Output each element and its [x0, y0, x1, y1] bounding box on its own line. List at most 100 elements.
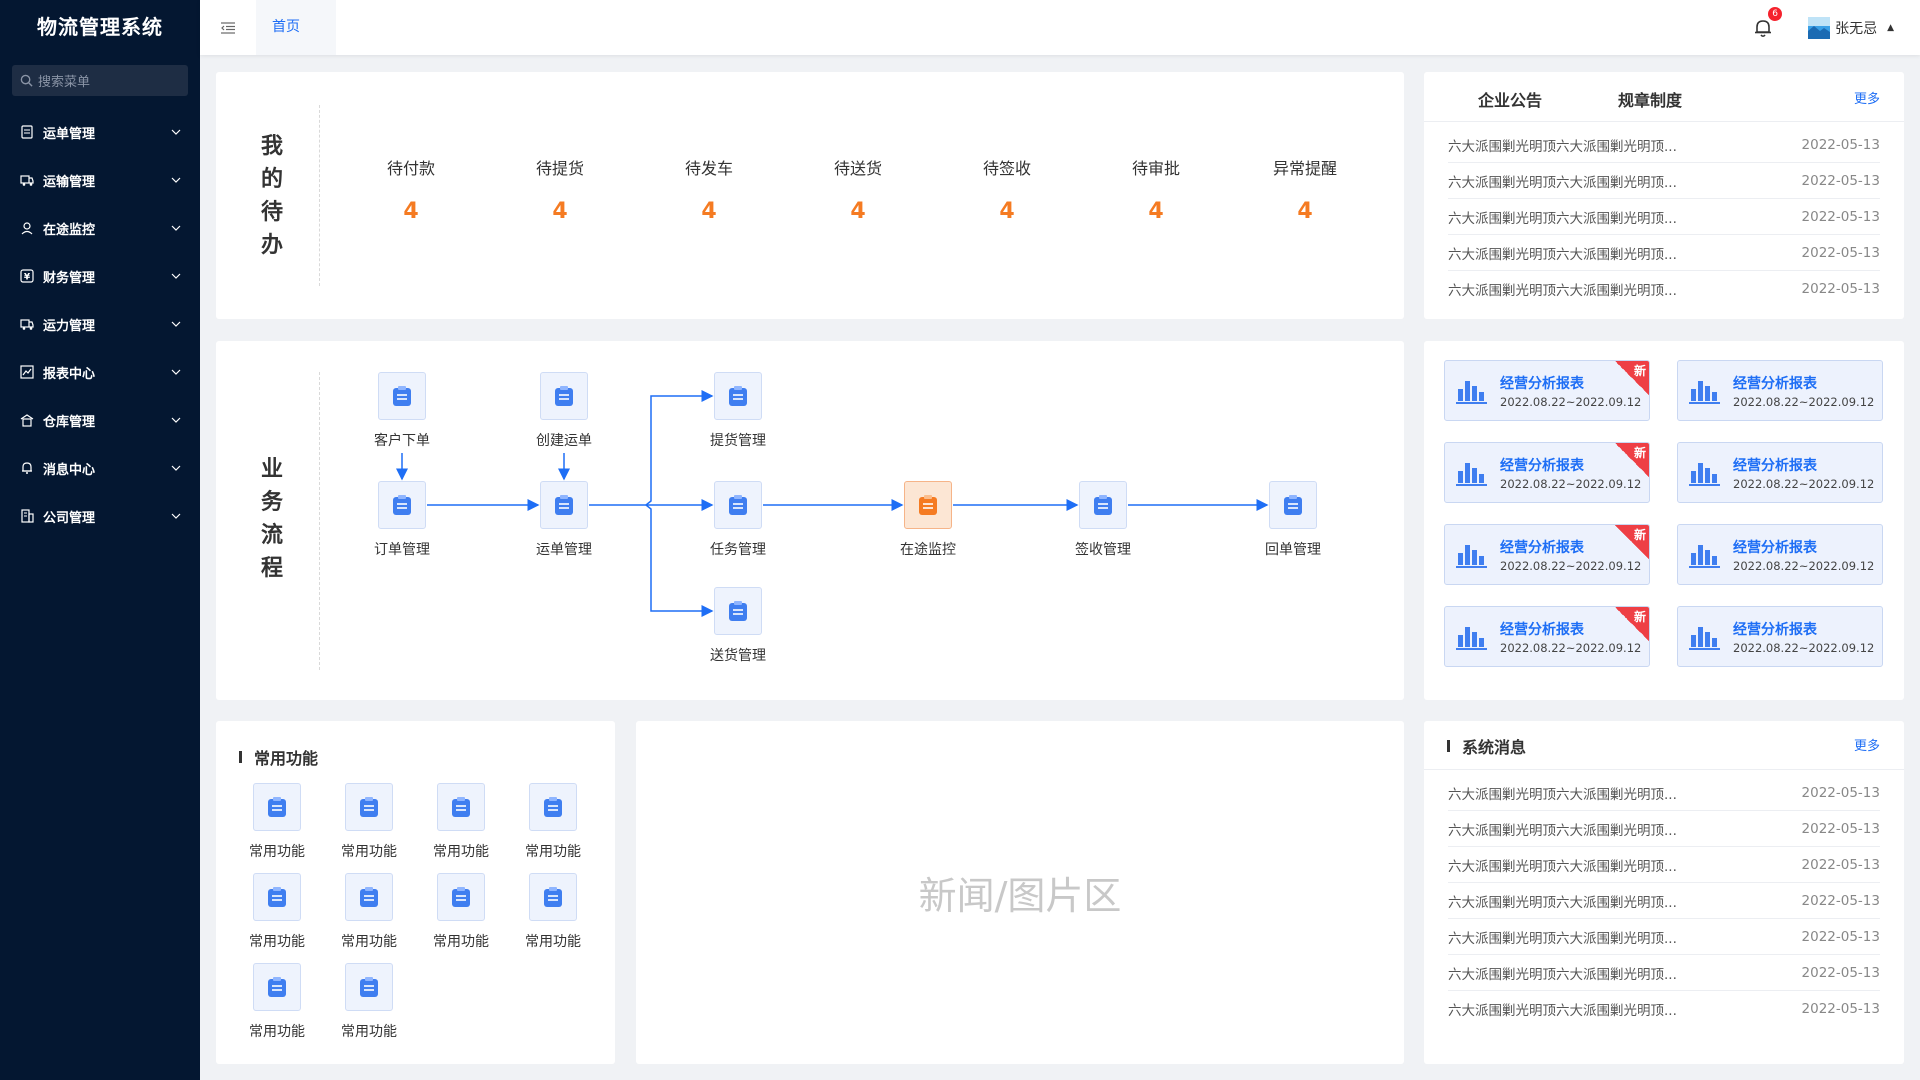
- list-item[interactable]: 六大派围剿光明顶六大派围剿光明顶...2022-05-13: [1448, 775, 1880, 811]
- process-node-order-mgmt[interactable]: 订单管理: [347, 481, 457, 559]
- todo-item-pending-sign[interactable]: 待签收 4: [942, 155, 1072, 224]
- process-card: 业务流程 客户下单 创建运单 提货管理 订单管理 运单管理: [216, 341, 1404, 700]
- sidebar-item-waybill[interactable]: 运单管理: [0, 108, 200, 156]
- todo-item-exception-alert[interactable]: 异常提醒 4: [1240, 155, 1370, 224]
- report-card[interactable]: 经营分析报表 2022.08.22~2022.09.12 新: [1444, 606, 1650, 667]
- common-function-item[interactable]: 常用功能: [231, 963, 323, 1041]
- top-bar: 首页 6 张无忌 ▲: [200, 0, 1920, 55]
- menu-toggle-button[interactable]: [200, 0, 256, 55]
- bar-chart-icon: [1455, 457, 1489, 491]
- process-node-label: 订单管理: [374, 542, 430, 558]
- sidebar-item-transport[interactable]: 运输管理: [0, 156, 200, 204]
- more-link[interactable]: 更多: [1853, 739, 1880, 754]
- sidebar-item-capacity[interactable]: 运力管理: [0, 300, 200, 348]
- username[interactable]: 张无忌: [1835, 20, 1878, 37]
- common-function-item[interactable]: 常用功能: [507, 783, 599, 861]
- tab-announcements[interactable]: 企业公告: [1478, 91, 1543, 110]
- report-card[interactable]: 经营分析报表 2022.08.22~2022.09.12: [1677, 442, 1883, 503]
- list-item[interactable]: 六大派围剿光明顶六大派围剿光明顶...2022-05-13: [1448, 919, 1880, 955]
- common-function-item[interactable]: 常用功能: [231, 873, 323, 951]
- svg-text:¥: ¥: [24, 273, 31, 283]
- process-node-create-waybill[interactable]: 创建运单: [509, 372, 619, 450]
- process-node-label: 任务管理: [710, 542, 766, 558]
- process-node-task-mgmt[interactable]: 任务管理: [683, 481, 793, 559]
- list-item[interactable]: 六大派围剿光明顶六大派围剿光明顶...2022-05-13: [1448, 847, 1880, 883]
- list-item[interactable]: 六大派围剿光明顶六大派围剿光明顶...2022-05-13: [1448, 271, 1880, 307]
- clipboard-icon: [345, 783, 393, 831]
- clipboard-icon: [714, 587, 762, 635]
- common-function-item[interactable]: 常用功能: [415, 873, 507, 951]
- process-arrows: [396, 390, 1269, 617]
- list-item-date: 2022-05-13: [1801, 1001, 1880, 1017]
- sidebar-item-label: 公司管理: [43, 510, 96, 526]
- list-item[interactable]: 六大派围剿光明顶六大派围剿光明顶...2022-05-13: [1448, 991, 1880, 1027]
- report-card[interactable]: 经营分析报表 2022.08.22~2022.09.12 新: [1444, 524, 1650, 585]
- todo-item-pending-payment[interactable]: 待付款 4: [346, 155, 476, 224]
- list-item[interactable]: 六大派围剿光明顶六大派围剿光明顶...2022-05-13: [1448, 163, 1880, 199]
- notification-button[interactable]: 6: [1752, 6, 1783, 39]
- common-function-item[interactable]: 常用功能: [507, 873, 599, 951]
- report-card[interactable]: 经营分析报表 2022.08.22~2022.09.12 新: [1444, 360, 1650, 421]
- sidebar-item-transit-monitor[interactable]: 在途监控: [0, 204, 200, 252]
- todo-item-pending-approval[interactable]: 待审批 4: [1091, 155, 1221, 224]
- process-node-pickup-mgmt[interactable]: 提货管理: [683, 372, 793, 450]
- menu-search-input[interactable]: 搜索菜单: [12, 65, 188, 96]
- avatar[interactable]: [1808, 16, 1831, 39]
- common-function-item[interactable]: 常用功能: [323, 963, 415, 1041]
- report-card[interactable]: 经营分析报表 2022.08.22~2022.09.12 新: [1444, 442, 1650, 503]
- report-date-range: 2022.08.22~2022.09.12: [1733, 641, 1875, 655]
- list-item[interactable]: 六大派围剿光明顶六大派围剿光明顶...2022-05-13: [1448, 199, 1880, 235]
- divider: [319, 105, 320, 286]
- sidebar-item-warehouse[interactable]: 仓库管理: [0, 396, 200, 444]
- list-item[interactable]: 六大派围剿光明顶六大派围剿光明顶...2022-05-13: [1448, 811, 1880, 847]
- list-item[interactable]: 六大派围剿光明顶六大派围剿光明顶...2022-05-13: [1448, 883, 1880, 919]
- list-item[interactable]: 六大派围剿光明顶六大派围剿光明顶...2022-05-13: [1448, 235, 1880, 271]
- new-badge: 新: [1615, 525, 1649, 559]
- process-node-label: 运单管理: [536, 542, 592, 558]
- new-badge: 新: [1615, 361, 1649, 395]
- common-function-item[interactable]: 常用功能: [231, 783, 323, 861]
- common-function-item[interactable]: 常用功能: [323, 873, 415, 951]
- list-item-title: 六大派围剿光明顶六大派围剿光明顶...: [1448, 822, 1677, 839]
- sidebar-item-company[interactable]: 公司管理: [0, 492, 200, 540]
- process-node-sign-mgmt[interactable]: 签收管理: [1048, 481, 1158, 559]
- process-node-waybill-mgmt[interactable]: 运单管理: [509, 481, 619, 559]
- list-item[interactable]: 六大派围剿光明顶六大派围剿光明顶...2022-05-13: [1448, 955, 1880, 991]
- process-node-delivery-mgmt[interactable]: 送货管理: [683, 587, 793, 665]
- tab-regulations[interactable]: 规章制度: [1618, 91, 1683, 110]
- report-card[interactable]: 经营分析报表 2022.08.22~2022.09.12: [1677, 606, 1883, 667]
- section-title: 常用功能: [254, 749, 319, 768]
- report-card[interactable]: 经营分析报表 2022.08.22~2022.09.12: [1677, 524, 1883, 585]
- sidebar-item-finance[interactable]: ¥ 财务管理: [0, 252, 200, 300]
- sidebar-item-messages[interactable]: 消息中心: [0, 444, 200, 492]
- common-function-label: 常用功能: [249, 1024, 305, 1040]
- process-node-customer-order[interactable]: 客户下单: [347, 372, 457, 450]
- list-item[interactable]: 六大派围剿光明顶六大派围剿光明顶...2022-05-13: [1448, 127, 1880, 163]
- truck-icon: [20, 173, 34, 187]
- process-node-receipt-mgmt[interactable]: 回单管理: [1238, 481, 1348, 559]
- list-item-title: 六大派围剿光明顶六大派围剿光明顶...: [1448, 174, 1677, 191]
- chevron-down-icon: [170, 462, 182, 474]
- todo-item-pending-delivery[interactable]: 待送货 4: [793, 155, 923, 224]
- report-title: 经营分析报表: [1500, 540, 1584, 556]
- report-card[interactable]: 经营分析报表 2022.08.22~2022.09.12: [1677, 360, 1883, 421]
- more-link[interactable]: 更多: [1853, 92, 1880, 107]
- common-function-item[interactable]: 常用功能: [415, 783, 507, 861]
- process-node-transit-monitor[interactable]: 在途监控: [873, 481, 983, 559]
- todo-count: 4: [999, 199, 1015, 224]
- new-badge: 新: [1615, 607, 1649, 641]
- chevron-down-icon: [170, 270, 182, 282]
- process-node-label: 回单管理: [1265, 542, 1321, 558]
- chevron-down-icon: [170, 126, 182, 138]
- todo-item-pending-departure[interactable]: 待发车 4: [644, 155, 774, 224]
- process-node-label: 客户下单: [374, 433, 430, 449]
- user-menu-caret-icon[interactable]: ▲: [1887, 22, 1894, 33]
- clipboard-icon: [253, 963, 301, 1011]
- todo-label: 待签收: [982, 159, 1031, 178]
- list-item-date: 2022-05-13: [1801, 892, 1880, 909]
- tab-home[interactable]: 首页: [256, 0, 336, 55]
- common-function-item[interactable]: 常用功能: [323, 783, 415, 861]
- report-icon: [20, 365, 34, 379]
- sidebar-item-reports[interactable]: 报表中心: [0, 348, 200, 396]
- todo-item-pending-pickup[interactable]: 待提货 4: [495, 155, 625, 224]
